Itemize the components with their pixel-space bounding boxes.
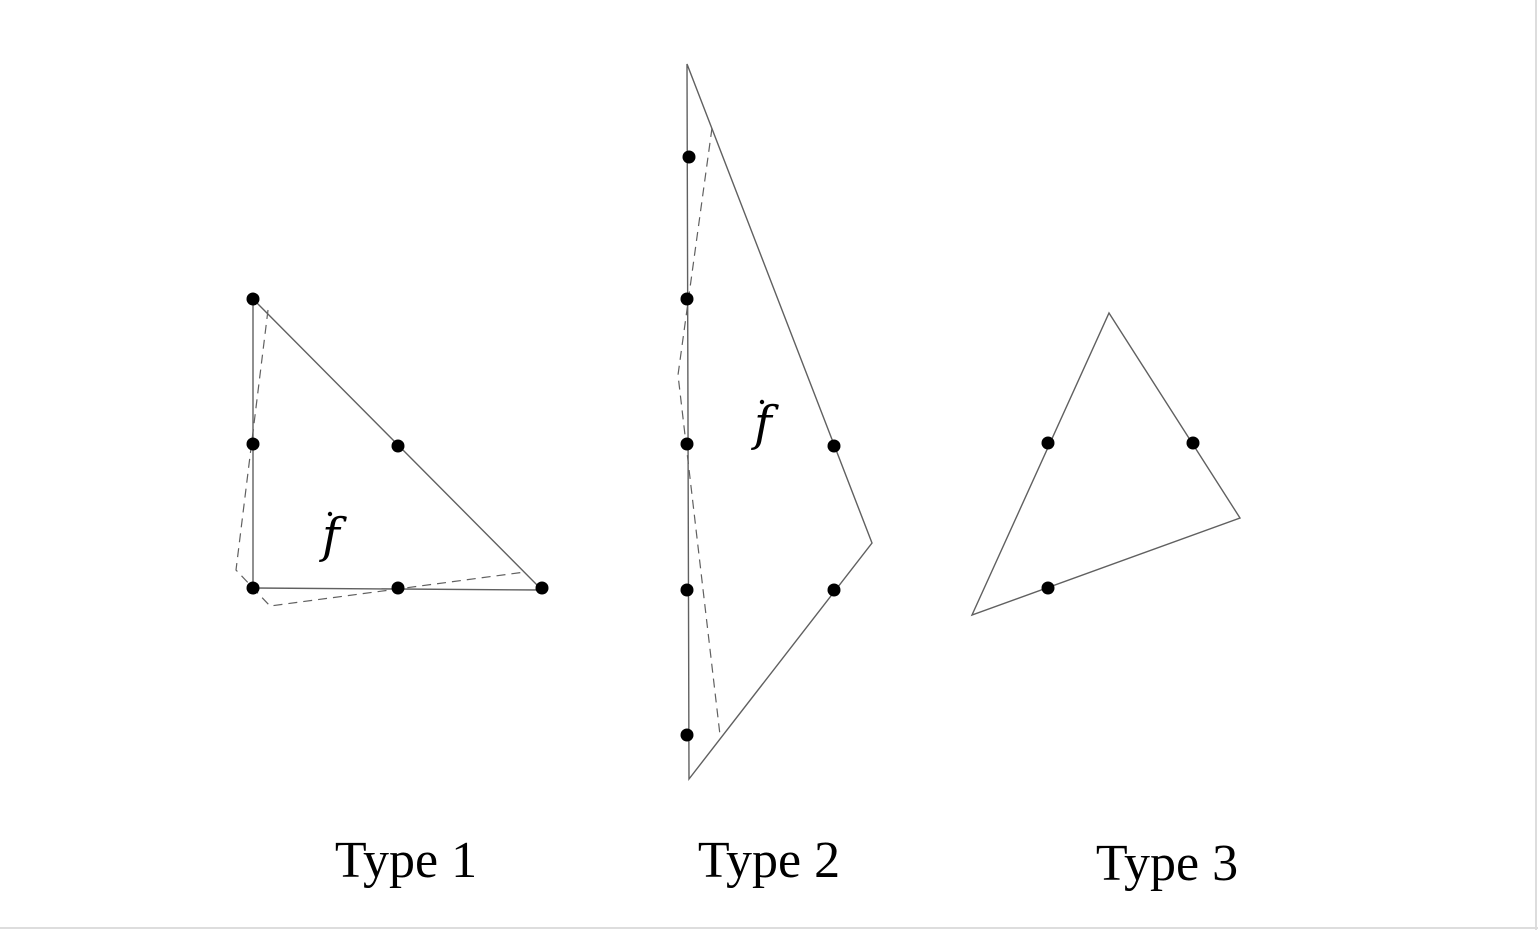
type-3-vertex-dot [1041, 581, 1055, 595]
type-1-vertex-dot [246, 437, 260, 451]
type-2-caption: Type 2 [698, 832, 840, 889]
type-3-triangle [970, 311, 1242, 617]
figure-type-3: Type 3 [970, 311, 1242, 892]
type-2-vertex-dot [682, 150, 696, 164]
type-1-vertex-dot [535, 581, 549, 595]
figure-type-2: f Type 2 [677, 63, 873, 889]
type-3-vertex-dot [1186, 436, 1200, 450]
type-1-vertex-dot [246, 292, 260, 306]
type-1-vertex-dot [391, 581, 405, 595]
type-2-quadrilateral [686, 63, 873, 782]
type-2-vertex-dot [680, 583, 694, 597]
type-1-vertex-dot [246, 581, 260, 595]
figure-type-1: f Type 1 [235, 292, 549, 889]
type-2-vertex-dot [680, 292, 694, 306]
type-2-face-label-dot [759, 399, 765, 405]
type-2-face-label: f [751, 396, 779, 452]
type-1-vertex-dot [391, 439, 405, 453]
type-2-vertex-dot [827, 439, 841, 453]
type-1-caption: Type 1 [335, 832, 477, 889]
type-3-caption: Type 3 [1096, 835, 1238, 892]
type-2-vertex-dot [680, 728, 694, 742]
type-2-dashed-boundary [677, 127, 721, 736]
type-3-vertex-dot [1041, 436, 1055, 450]
type-2-vertex-dot [680, 437, 694, 451]
type-1-dashed-boundary [235, 309, 526, 607]
type-2-vertex-dot [827, 583, 841, 597]
type-1-face-label-dot [327, 511, 333, 517]
type-1-face-label: f [319, 508, 347, 564]
